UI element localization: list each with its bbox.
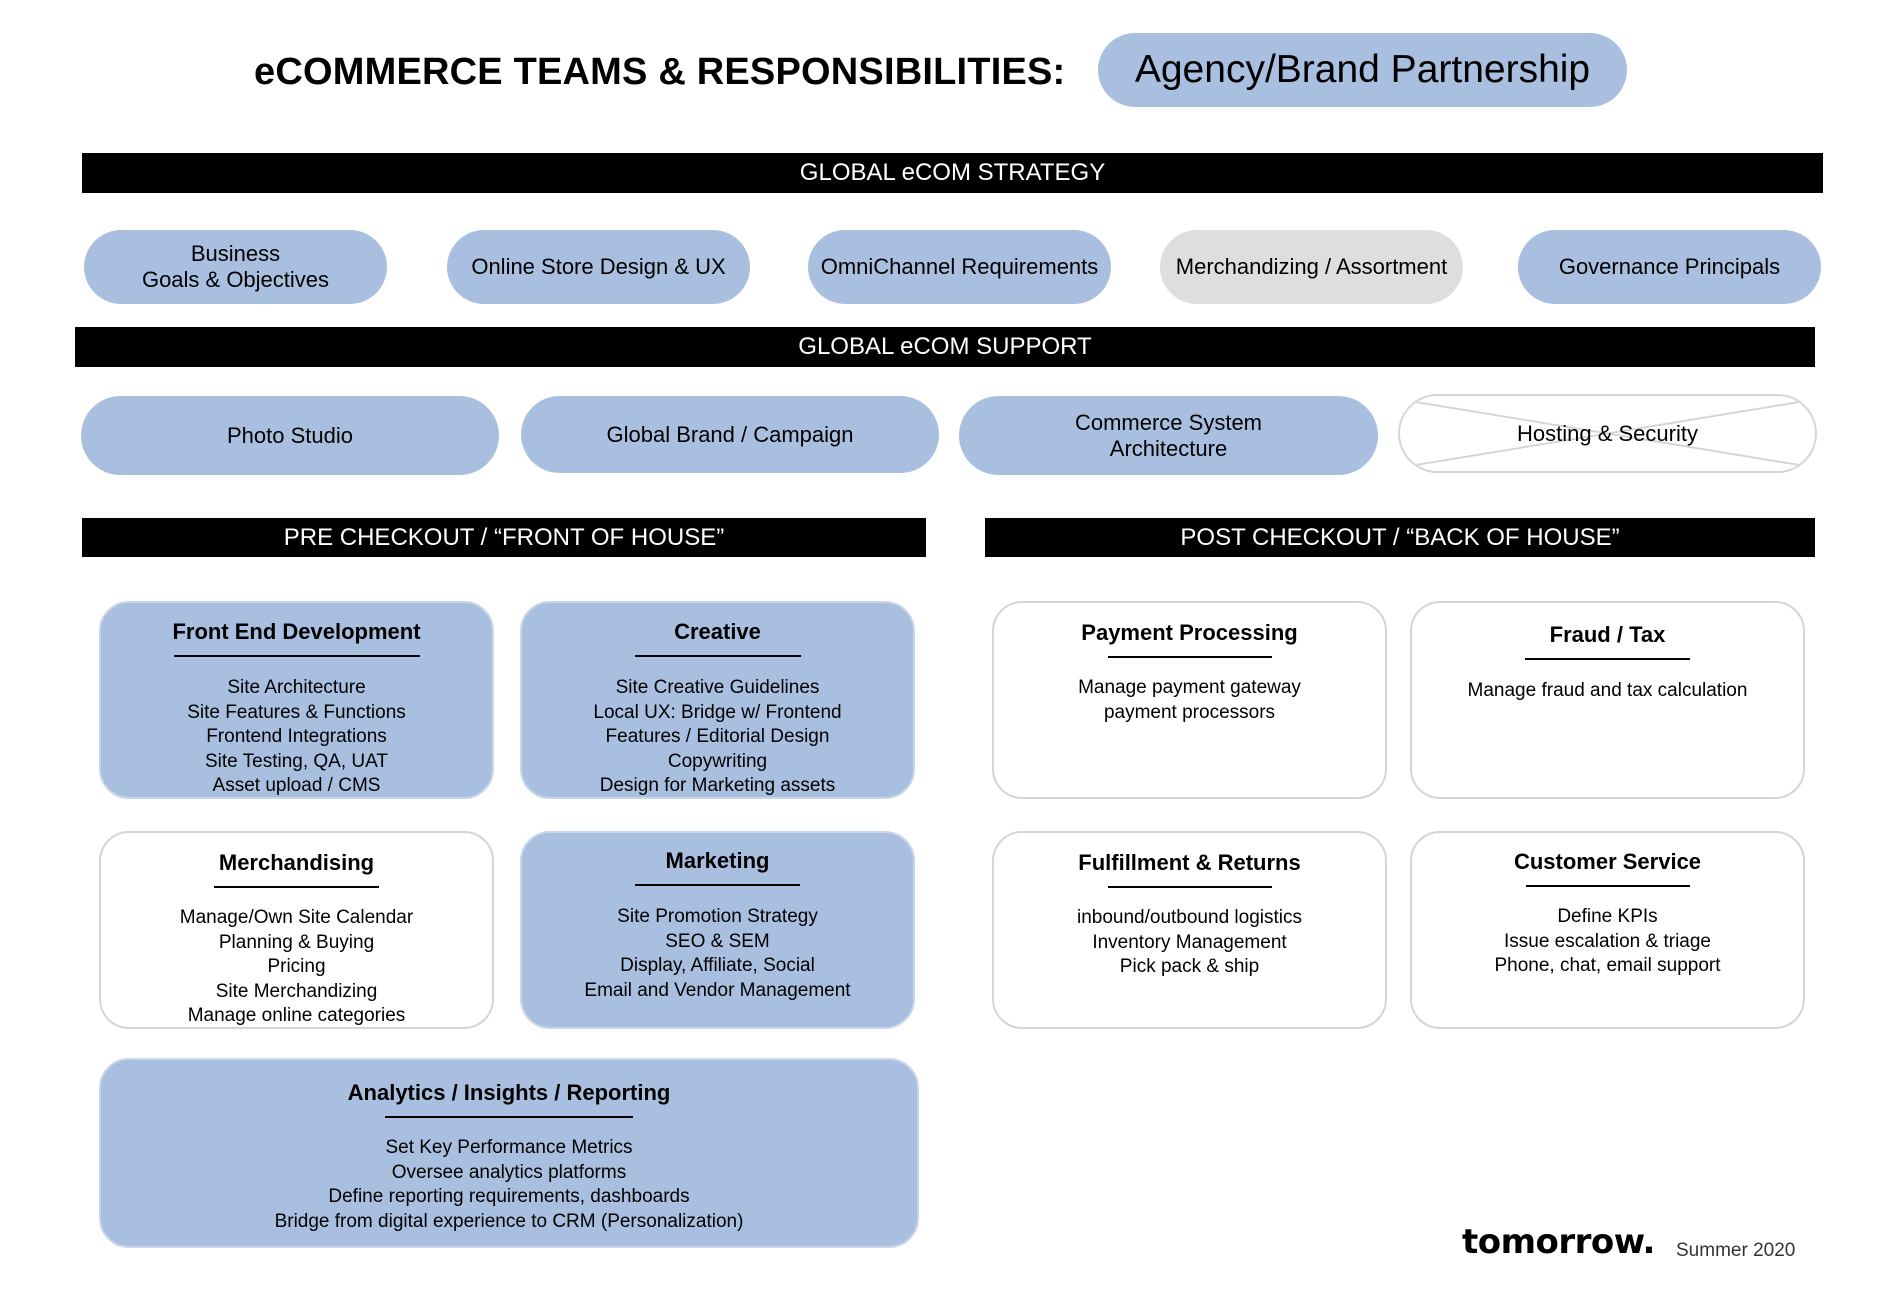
card-title: Marketing <box>665 848 770 873</box>
card-body: inbound/outbound logistics Inventory Man… <box>1076 907 1302 977</box>
strategy-pill-business-goals: Business Goals & Objectives <box>84 230 387 304</box>
strategy-pill-governance: Governance Principals <box>1518 230 1821 304</box>
card-title: Merchandising <box>218 850 375 875</box>
card-payment-processing: Payment Processing Manage payment gatewa… <box>992 601 1387 799</box>
strategy-pill-merchandizing: Merchandizing / Assortment <box>1160 230 1463 304</box>
support-pill-hosting-security: Hosting & Security <box>1398 394 1817 473</box>
card-title: Fraud / Tax <box>1549 622 1666 647</box>
card-title: Creative <box>674 619 761 644</box>
title-underline <box>1525 658 1690 660</box>
title-underline <box>1107 886 1272 888</box>
strategy-pill-store-design: Online Store Design & UX <box>447 230 750 304</box>
title-underline <box>1525 885 1690 887</box>
card-title: Front End Development <box>172 619 421 644</box>
support-bar: GLOBAL eCOM SUPPORT <box>75 327 1815 367</box>
tomorrow-logo: tomorrow. <box>1462 1222 1655 1262</box>
card-body: Set Key Performance Metrics Oversee anal… <box>274 1137 744 1232</box>
title-underline <box>214 886 379 888</box>
card-title: Analytics / Insights / Reporting <box>347 1080 671 1105</box>
support-pill-brand-campaign: Global Brand / Campaign <box>521 396 939 473</box>
strategy-pill-omnichannel: OmniChannel Requirements <box>808 230 1111 304</box>
support-pill-photo-studio: Photo Studio <box>81 396 499 475</box>
card-fulfillment-returns: Fulfillment & Returns inbound/outbound l… <box>992 831 1387 1029</box>
title-underline <box>173 655 420 657</box>
card-analytics: Analytics / Insights / Reporting Set Key… <box>99 1058 919 1248</box>
card-body: Site Architecture Site Features & Functi… <box>187 677 406 796</box>
page-title: eCOMMERCE TEAMS & RESPONSIBILITIES: <box>254 50 1066 93</box>
card-merchandising: Merchandising Manage/Own Site Calendar P… <box>99 831 494 1029</box>
card-customer-service: Customer Service Define KPIs Issue escal… <box>1410 831 1805 1029</box>
card-body: Manage payment gateway payment processor… <box>1078 677 1301 723</box>
card-body: Site Creative Guidelines Local UX: Bridg… <box>593 677 842 796</box>
card-body: Manage fraud and tax calculation <box>1467 680 1748 701</box>
card-title: Customer Service <box>1513 849 1702 874</box>
card-title: Payment Processing <box>1081 620 1298 645</box>
footer-date: Summer 2020 <box>1676 1240 1796 1261</box>
card-body: Manage/Own Site Calendar Planning & Buyi… <box>179 907 414 1026</box>
support-pill-commerce-architecture: Commerce System Architecture <box>959 396 1378 475</box>
title-underline <box>635 884 800 886</box>
pre-checkout-bar: PRE CHECKOUT / “FRONT OF HOUSE” <box>82 518 926 557</box>
card-creative: Creative Site Creative Guidelines Local … <box>520 601 915 799</box>
card-body: Define KPIs Issue escalation & triage Ph… <box>1494 906 1721 976</box>
card-fraud-tax: Fraud / Tax Manage fraud and tax calcula… <box>1410 601 1805 799</box>
card-body: Site Promotion Strategy SEO & SEM Displa… <box>584 906 851 1001</box>
hosting-security-label: Hosting & Security <box>1517 420 1698 446</box>
card-title: Fulfillment & Returns <box>1078 850 1301 875</box>
strategy-bar: GLOBAL eCOM STRATEGY <box>82 153 1823 193</box>
partnership-pill: Agency/Brand Partnership <box>1098 33 1627 107</box>
title-underline <box>1107 656 1272 658</box>
title-underline <box>634 655 801 657</box>
card-front-end-development: Front End Development Site Architecture … <box>99 601 494 799</box>
title-underline <box>385 1116 633 1118</box>
cross-out-icon <box>1413 400 1802 467</box>
post-checkout-bar: POST CHECKOUT / “BACK OF HOUSE” <box>985 518 1815 557</box>
card-marketing: Marketing Site Promotion Strategy SEO & … <box>520 831 915 1029</box>
